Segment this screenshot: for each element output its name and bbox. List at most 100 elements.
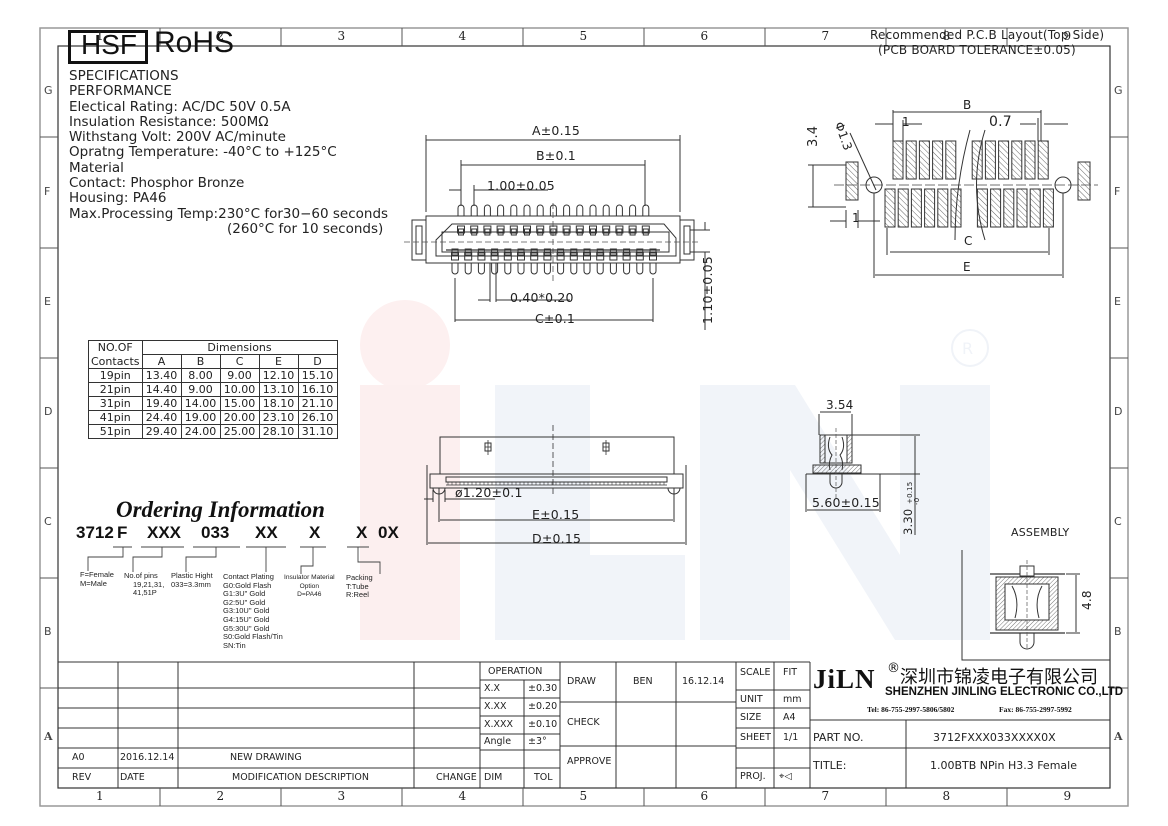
front-base [429,473,684,489]
company-logo: JiLN [813,664,876,694]
pin-contact-top-inner [576,228,583,236]
tolerance-dim: X.X [484,683,501,694]
pcb-dim-gap: 0.7 [989,114,1012,130]
rohs-label: RoHS [154,26,235,59]
pcb-pad [924,188,936,228]
specifications-block: SPECIFICATIONS PERFORMANCE Electical Rat… [69,68,388,237]
rev-header-change: CHANGE [436,772,477,783]
table-cell-d: 15.10 [297,368,338,383]
row-label-left: B [44,625,52,638]
dim-pitch-label: 1.00±0.05 [487,178,555,193]
company-tel: Tel: 86-755-2997-5806/5802 [867,705,955,714]
assy-contacts [1011,585,1043,619]
pcb-pad [976,188,988,228]
pin-contact-top-inner [550,228,557,236]
note-gender: F=Female M=Male [80,570,114,588]
pin-contact-bottom [490,252,499,261]
note-line: T:Tube [346,581,369,591]
pin-tail-bottom [557,263,565,275]
pcb-layout-title: Recommended P.C.B Layout(Top Side) [870,28,1105,42]
note-packing: Packing T:Tube R:Reel [346,573,373,600]
column-label-top: 9 [1063,29,1072,43]
order-code-part: F [117,523,128,542]
pin-contact-bottom [609,252,618,261]
inner-border [57,45,1111,789]
company-name-cn: 深圳市锦凌电子有限公司 [900,667,1098,688]
pin-contact-top [602,225,611,234]
pin-contact-bottom-inner [504,248,512,256]
pcb-pad [1024,140,1036,180]
pcb-pad [884,188,896,228]
pin-contact-bottom [503,252,512,261]
tolerance-dim: Angle [484,736,512,747]
draw-date: 16.12.14 [682,676,725,687]
pin-tail-bottom [517,263,525,275]
note-line: 033=3.3mm [171,579,211,589]
pin-contact-top [641,225,650,234]
pin-contact-bottom [517,252,525,261]
title-label: TITLE: [813,759,847,772]
rev-header-date: DATE [120,772,145,783]
note-line: Packing [346,573,373,582]
tolerance-value: ±3° [528,736,547,747]
pin-contact-top-inner [458,228,464,236]
note-line: R:Reel [346,590,369,600]
proj-label: PROJ. [740,771,766,782]
spec-line: Withstang Volt: 200V AC/minute [69,129,286,146]
pin-tail-top [523,204,531,216]
sheet-value: 1/1 [783,732,799,743]
pin-contact-bottom [649,252,657,261]
pin-contact-bottom-inner [543,248,551,256]
pin-contact-top [470,225,479,234]
side-dim-width: 5.60±0.15 [812,495,880,510]
column-label-top: 5 [579,29,588,43]
connector-cavity [435,223,677,257]
dim-c-label: C±0.1 [535,311,576,326]
table-cell-d: 31.10 [297,424,338,439]
pcb-pad [1077,161,1091,201]
pcb-pad [990,188,1002,228]
pin-contact-bottom [543,252,552,261]
pin-tail-top [497,204,505,216]
size-value: A4 [783,712,796,723]
order-code-part: X [356,523,368,542]
pin-contact-bottom-inner [583,248,591,256]
rev-header-desc: MODIFICATION DESCRIPTION [232,772,369,783]
row-label-right: B [1114,625,1122,638]
note-line: F=Female [80,570,114,579]
leader-line [300,547,314,574]
pin-tail-bottom [636,263,644,275]
pcb-dim-side: 1 [852,211,860,225]
hsf-label: HSF [81,29,137,60]
dim-pin-label: 0.40*0.20 [510,290,574,305]
pin-contact-top-inner [471,228,478,236]
pcb-dim-e: E [963,260,971,274]
hole-leader [849,132,877,191]
left-latch-inner [415,225,423,255]
column-label-bottom: 4 [458,789,467,803]
pcb-pad [905,140,917,180]
left-latch [411,219,427,261]
outer-border [39,27,1129,807]
pin-contact-top [562,225,571,234]
rev-description: NEW DRAWING [230,752,302,763]
pin-contact-top-inner [590,228,596,236]
pin-contact-bottom-inner [464,248,472,256]
table-cell-c: 25.00 [219,424,260,439]
company-name-en: SHENZHEN JINLING ELECTRONIC CO.,LTD [885,686,1124,698]
note-line: G3:10U" Gold [223,606,270,616]
column-label-bottom: 3 [337,789,346,803]
spec-line: Electical Rating: AC/DC 50V 0.5A [69,98,291,115]
pcb-pad [892,140,904,180]
part-no-value: 3712FXXX033XXXX0X [933,731,1056,744]
pin-tail-top [457,204,465,216]
hsf-badge: HSF [68,29,148,64]
table-cell-e: 28.10 [258,424,299,439]
side-dim-top: 3.54 [826,398,854,412]
pin-contact-bottom [556,252,565,261]
pin-tail-top [602,204,610,216]
